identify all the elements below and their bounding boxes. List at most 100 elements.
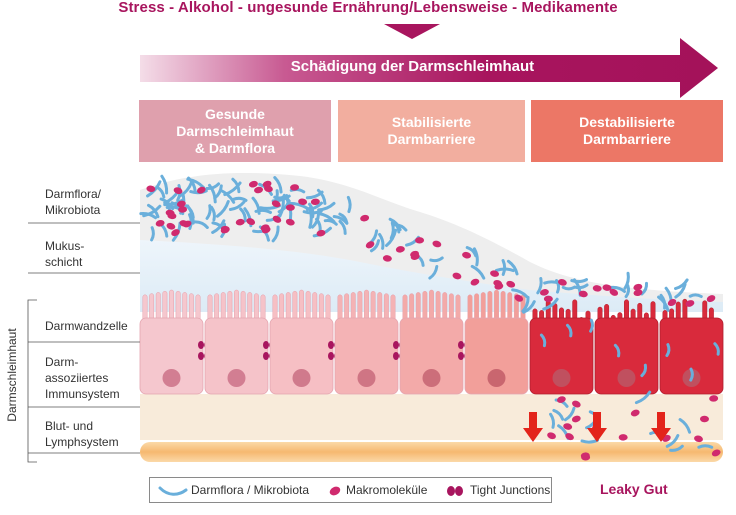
tight-junction-legend-icon bbox=[447, 486, 463, 496]
microvillus bbox=[305, 290, 311, 323]
cell-body bbox=[659, 317, 724, 395]
bacterium bbox=[205, 182, 221, 191]
macromolecule bbox=[685, 300, 695, 307]
microvillus bbox=[500, 290, 506, 323]
bacterium bbox=[697, 444, 714, 449]
macromolecule bbox=[667, 298, 677, 307]
macromolecule bbox=[316, 229, 326, 237]
tight-junction bbox=[393, 341, 399, 349]
macromolecule bbox=[565, 433, 574, 441]
tight-junction bbox=[263, 352, 269, 360]
microvillus bbox=[292, 290, 298, 323]
macromolecule bbox=[415, 237, 425, 244]
microvillus bbox=[299, 289, 304, 323]
epithelial-cell bbox=[529, 299, 594, 395]
bacterium bbox=[385, 228, 398, 248]
immune-layer bbox=[140, 394, 723, 440]
cell-nucleus bbox=[162, 369, 181, 387]
label-mucosa: Darmschleimhaut bbox=[5, 328, 19, 422]
microvillus bbox=[377, 292, 383, 323]
microvillus bbox=[240, 290, 246, 323]
microvillus bbox=[182, 292, 188, 323]
macromolecule bbox=[432, 240, 442, 248]
cell-nucleus bbox=[487, 369, 506, 387]
macromolecule bbox=[618, 434, 628, 441]
label-immune-system: Darm- assoziiertes Immunsystem bbox=[45, 355, 120, 401]
microvillus bbox=[285, 292, 291, 323]
bacterium bbox=[378, 232, 385, 250]
bacterium bbox=[178, 181, 193, 198]
bacterium bbox=[323, 219, 338, 226]
epithelial-cell bbox=[334, 289, 405, 395]
macromolecule bbox=[539, 289, 549, 296]
bacterium bbox=[570, 278, 589, 284]
bacterium bbox=[302, 209, 323, 215]
leaky-gut-label: Leaky Gut bbox=[600, 481, 668, 497]
bacterium bbox=[228, 200, 246, 211]
microvillus bbox=[435, 290, 441, 323]
bacterium bbox=[640, 363, 648, 378]
bacterium bbox=[609, 285, 627, 293]
tight-junction bbox=[328, 341, 334, 349]
bacterium bbox=[429, 256, 444, 263]
macromolecule bbox=[395, 246, 405, 253]
microvillus bbox=[227, 290, 233, 323]
macromolecule bbox=[178, 206, 188, 213]
microvillus bbox=[507, 292, 513, 323]
bacterium bbox=[542, 297, 559, 311]
bacterium bbox=[369, 239, 381, 253]
bacterium bbox=[634, 390, 652, 405]
tight-junction bbox=[263, 341, 269, 349]
tight-junction bbox=[393, 352, 399, 360]
bacterium bbox=[613, 343, 621, 358]
microvillus bbox=[370, 290, 376, 323]
bacterium bbox=[624, 284, 631, 299]
macromolecule bbox=[571, 415, 581, 423]
bacterium bbox=[536, 276, 543, 295]
bacterium bbox=[142, 204, 162, 218]
bacterium bbox=[391, 220, 401, 234]
bacterium bbox=[160, 174, 169, 195]
microvillus bbox=[350, 292, 356, 323]
tight-junction bbox=[328, 352, 334, 360]
macromolecule bbox=[592, 285, 602, 292]
bacterium bbox=[689, 367, 694, 382]
translocation-arrow-icon bbox=[587, 412, 607, 442]
bacterium bbox=[232, 196, 248, 202]
cell-nucleus bbox=[617, 369, 636, 387]
bacterium bbox=[211, 219, 226, 234]
microvillus bbox=[155, 292, 161, 323]
macromolecule bbox=[602, 284, 612, 291]
bacteria-legend-icon bbox=[158, 486, 188, 496]
bacterium bbox=[589, 318, 594, 333]
bacterium bbox=[215, 200, 230, 218]
bacterium bbox=[552, 408, 565, 421]
label-epithelial-cell: Darmwandzelle bbox=[45, 319, 128, 333]
bacterium bbox=[573, 283, 589, 290]
legend-tight-junctions: Tight Junctions bbox=[470, 483, 551, 497]
label-microbiota: Darmflora/ Mikrobiota bbox=[45, 187, 102, 217]
macromolecule bbox=[563, 423, 573, 430]
macromolecule bbox=[166, 222, 176, 230]
bacterium bbox=[539, 333, 547, 348]
bacterium bbox=[713, 342, 720, 356]
bacterium bbox=[316, 188, 327, 205]
macromolecule bbox=[547, 432, 556, 440]
bacterium bbox=[346, 195, 352, 214]
bacterium bbox=[565, 323, 573, 338]
macromolecule bbox=[165, 209, 175, 217]
microvillus bbox=[494, 289, 499, 323]
macromolecule bbox=[581, 454, 591, 461]
bacterium bbox=[580, 438, 600, 444]
cell-nucleus bbox=[357, 369, 376, 387]
microvillus bbox=[357, 290, 363, 323]
macromolecule bbox=[543, 295, 553, 303]
bacterium bbox=[511, 288, 529, 299]
macromolecule bbox=[709, 395, 719, 402]
macromolecule bbox=[235, 218, 245, 226]
cell-body bbox=[464, 317, 529, 395]
mucosa-bracket bbox=[27, 299, 37, 463]
